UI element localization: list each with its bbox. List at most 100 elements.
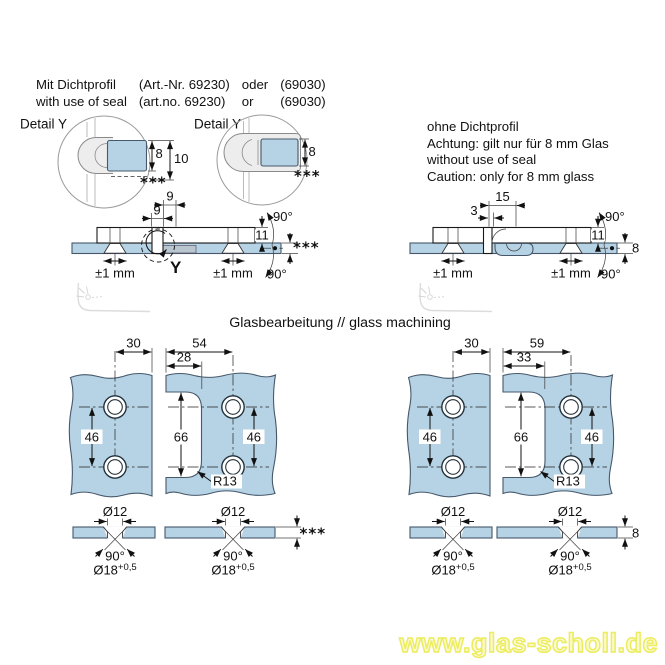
note-line-de-2: Achtung: gilt nur für 8 mm Glas: [427, 135, 609, 151]
dim-label-8: 8: [156, 146, 163, 161]
detail-y-marker-label: Y: [170, 258, 182, 277]
knuckle-arc: [506, 243, 522, 252]
fitting-bar: [432, 226, 592, 244]
hinge-pivot: [482, 226, 493, 255]
header-de-product: Mit Dichtprofil: [36, 77, 116, 92]
seal-inner-line: [94, 143, 108, 168]
dim-label-dia18: Ø18+0,5: [211, 562, 254, 578]
dim-label-66: 66: [514, 430, 528, 445]
dim-label-dia12: Ø12: [441, 504, 466, 519]
datum-dot: [609, 246, 615, 251]
watermark-url: www.glas-scholl.de: [399, 627, 659, 659]
dim-9-upper: 9: [154, 189, 186, 227]
dim-9-lower: 9: [142, 203, 173, 227]
dim-thickness-stars: ***: [276, 515, 327, 550]
dim-thickness-8: 8: [618, 515, 639, 550]
profile-lines: [86, 118, 96, 206]
dim-label-90: 90°: [105, 549, 125, 564]
cross-section-left: Y 9 9 90° 90° 11: [71, 189, 320, 282]
countersink-section-right: Ø12 90° Ø18+0,5 Ø12 90° Ø18+0,5: [409, 504, 639, 578]
dim-label-28: 28: [177, 350, 191, 365]
dim-label-9: 9: [153, 203, 160, 218]
dim-label-dia18: Ø18+0,5: [548, 562, 591, 578]
dim-label-8: 8: [632, 241, 639, 256]
header-en-or: or: [241, 93, 254, 109]
dim-label-dia12: Ø12: [103, 504, 128, 519]
dim-33: 33: [503, 350, 546, 389]
countersink-hole-115: Ø12 90° Ø18+0,5: [93, 504, 136, 578]
drill-holes: [441, 395, 583, 479]
dim-label-90: 90°: [443, 549, 463, 564]
dim-8-detail-right: 8: [299, 138, 316, 167]
hinge-knuckle: [494, 242, 534, 257]
dim-28: 28: [166, 350, 203, 389]
header-de-artno: (Art.-Nr. 69230): [138, 77, 230, 92]
dim-pm1-left: ±1 mm: [95, 253, 135, 281]
seal-variant-header: Mit Dichtprofil (Art.-Nr. 69230) oder (6…: [36, 77, 326, 109]
section-title: Glasbearbeitung // glass machining: [229, 315, 451, 331]
hinge-fillet-arc: [491, 228, 507, 244]
detail-view-left: Detail Y 8 10 ***: [20, 115, 188, 209]
dim-label-r13: R13: [556, 474, 580, 489]
dim-8-detail-left: 8: [148, 140, 174, 172]
dim-label-66: 66: [174, 430, 188, 445]
countersink-hole-453: Ø12 90° Ø18+0,5: [431, 504, 474, 578]
detail-circle-left: [57, 115, 151, 209]
screws: [103, 228, 245, 254]
stars-note-detail-left: ***: [140, 174, 167, 192]
countersink-hole-570: Ø12 90° Ø18+0,5: [548, 504, 591, 578]
dim-label-10: 10: [174, 151, 188, 166]
glass-edge-right: [260, 138, 299, 167]
dim-label-30: 30: [464, 336, 478, 351]
dim-label-54: 54: [192, 336, 206, 351]
dim-label-8: 8: [632, 526, 639, 541]
hinge-lower-leaf: [162, 245, 197, 254]
detail-y-marker-circle: [141, 228, 175, 263]
dim-46-left: 46: [419, 407, 441, 467]
dim-pm1-left: ±1 mm: [433, 253, 473, 281]
dim-label-46: 46: [423, 430, 437, 445]
dim-pm1-right: ±1 mm: [551, 253, 591, 281]
detail-view-right: Detail Y 8 ***: [194, 114, 321, 206]
dim-label-90: 90°: [223, 549, 243, 564]
datum-dot: [272, 246, 278, 251]
dim-r13: R13: [540, 471, 585, 489]
dim-label-dia12: Ø12: [221, 504, 246, 519]
dim-label-46: 46: [85, 430, 99, 445]
dim-15: 15: [480, 189, 525, 227]
stars-thickness-label: ***: [300, 525, 327, 543]
dim-label-59: 59: [530, 336, 544, 351]
dim-pm1-right: ±1 mm: [213, 253, 253, 281]
dim-label-dia18: Ø18+0,5: [93, 562, 136, 578]
cross-section-right: 15 3 90° 90° 11 8: [409, 189, 639, 282]
glass-plan-left: 30 54 28 46 66: [68, 336, 278, 498]
stars-thickness-label: ***: [293, 239, 320, 257]
dim-90deg-swing: 90° 90°: [597, 209, 625, 282]
dim-label-15: 15: [495, 189, 509, 204]
dim-glass-thickness-8: 8: [617, 233, 639, 264]
dim-label-11: 11: [255, 228, 269, 243]
dim-46-right: 46: [243, 407, 265, 467]
dim-r13: R13: [197, 471, 242, 489]
tolerance-label: ±1 mm: [213, 266, 253, 281]
profile-lines: [243, 118, 250, 202]
fitting-bar: [96, 226, 256, 244]
dim-66: 66: [510, 392, 532, 477]
tolerance-label: ±1 mm: [551, 266, 591, 281]
stars-note-detail-right: ***: [294, 167, 321, 185]
tolerance-label: ±1 mm: [95, 266, 135, 281]
header-de-alt-artno: (69030): [280, 77, 326, 92]
dim-10-detail-left: 10: [150, 141, 188, 181]
note-line-en-2: Caution: only for 8 mm glass: [427, 168, 595, 184]
dim-30: 30: [453, 336, 491, 373]
dim-46-left: 46: [81, 407, 103, 467]
dim-label-90: 90°: [560, 549, 580, 564]
dim-label-46: 46: [247, 430, 261, 445]
glass-strip: [496, 526, 618, 539]
glass-panel-notched: [502, 372, 615, 496]
header-en-artno: (art.no. 69230): [138, 93, 226, 109]
faint-logo-right: [418, 282, 493, 313]
dim-90deg-swing: 90° 90°: [265, 209, 293, 282]
tolerance-label: ±1 mm: [433, 266, 473, 281]
